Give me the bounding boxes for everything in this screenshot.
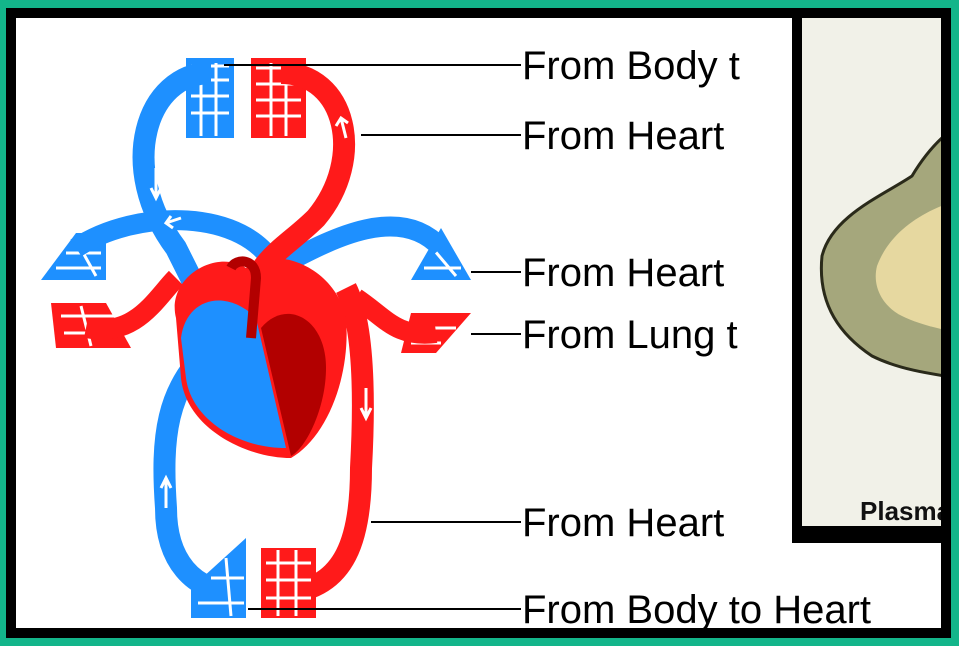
diagram-border: From Body t From Heart From Heart From L… [6, 8, 951, 638]
leader-line-2 [361, 134, 521, 136]
heart [175, 258, 347, 458]
leader-line-3 [471, 271, 521, 273]
circulation-diagram: From Body t From Heart From Heart From L… [16, 18, 941, 628]
leader-line-5 [371, 521, 521, 523]
plasma-inset: Plasma [792, 18, 941, 543]
label-from-heart-1: From Heart [522, 116, 724, 156]
plasma-cell-drawing [802, 18, 941, 526]
leader-line-6 [248, 608, 521, 610]
label-from-body-to-heart: From Body to Heart [522, 590, 871, 628]
inset-caption: Plasma [860, 496, 941, 526]
label-from-heart-2: From Heart [522, 253, 724, 293]
plasma-inset-image: Plasma [802, 18, 941, 526]
label-from-lung: From Lung t [522, 315, 738, 355]
leader-line-1 [224, 64, 521, 66]
label-from-body: From Body t [522, 46, 740, 86]
label-from-heart-3: From Heart [522, 503, 724, 543]
leader-line-4 [471, 333, 521, 335]
